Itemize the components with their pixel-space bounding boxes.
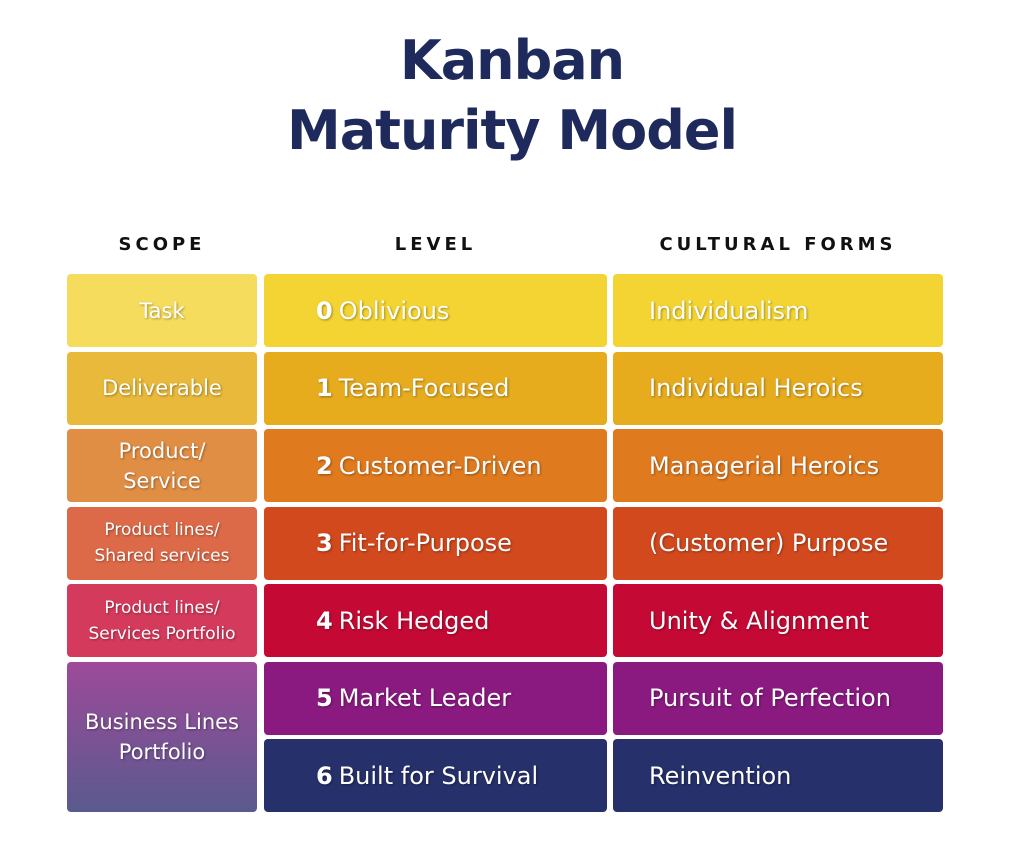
level-name: Fit-for-Purpose — [338, 529, 512, 557]
scope-label-line: Product lines/ — [104, 520, 220, 540]
cultural-form-cell: Pursuit of Perfection — [613, 661, 943, 735]
level-name: Built for Survival — [338, 761, 539, 790]
cultural-form-cell: Reinvention — [613, 739, 943, 812]
title-line-1: Kanban — [399, 29, 625, 92]
level-number: 0 — [316, 296, 333, 325]
scope-label-line: Service — [123, 468, 201, 493]
scope-label-line: Product/ — [118, 438, 206, 463]
scope-cell: Task — [67, 274, 257, 347]
scope-cell: Deliverable — [67, 351, 257, 425]
header-cultural-forms: CULTURAL FORMS — [659, 234, 897, 255]
cultural-form-label: Individualism — [649, 296, 809, 325]
scope-cell: Product lines/Shared services — [67, 506, 257, 580]
header-scope: SCOPE — [118, 234, 206, 255]
scope-cell: Product/Service — [67, 429, 257, 502]
header-level: LEVEL — [394, 234, 477, 255]
level-number: 6 — [316, 761, 333, 790]
level-number: 4 — [316, 606, 333, 635]
level-name: Market Leader — [338, 684, 512, 712]
cultural-form-label: Reinvention — [649, 761, 792, 790]
cultural-form-cell: Individual Heroics — [613, 351, 943, 425]
level-number: 1 — [316, 374, 333, 402]
scope-label: Product lines/Shared services — [94, 517, 229, 569]
level-number: 2 — [316, 451, 333, 480]
scope-label-line: Business Lines — [85, 709, 239, 734]
cultural-form-label: Individual Heroics — [649, 374, 863, 402]
scope-label-line: Deliverable — [102, 376, 222, 400]
cultural-form-label: (Customer) Purpose — [649, 529, 889, 557]
scope-label-line: Services Portfolio — [88, 623, 236, 644]
cultural-form-cell: (Customer) Purpose — [613, 506, 943, 580]
scope-label: Product lines/Services Portfolio — [88, 595, 235, 647]
cultural-form-label: Managerial Heroics — [649, 451, 880, 480]
cultural-form-label: Pursuit of Perfection — [649, 684, 891, 712]
scope-label: Product/Service — [119, 436, 206, 496]
cultural-form-cell: Unity & Alignment — [613, 584, 943, 657]
cultural-form-label: Unity & Alignment — [649, 606, 869, 635]
scope-cell: Product lines/Services Portfolio — [67, 584, 257, 657]
scope-label-line: Portfolio — [118, 739, 206, 764]
cultural-form-cell: Individualism — [613, 274, 943, 347]
level-number: 5 — [316, 684, 333, 712]
level-name: Customer-Driven — [338, 451, 542, 480]
scope-label: Deliverable — [102, 373, 222, 403]
scope-label-line: Product lines/ — [104, 597, 220, 618]
title-line-2: Maturity Model — [286, 99, 738, 162]
scope-label-line: Shared services — [94, 546, 230, 566]
cultural-form-cell: Managerial Heroics — [613, 429, 943, 502]
level-name: Oblivious — [338, 296, 450, 325]
level-name: Risk Hedged — [338, 606, 490, 635]
scope-label: Task — [139, 296, 184, 326]
level-name: Team-Focused — [338, 374, 510, 402]
scope-label-line: Task — [139, 298, 185, 323]
level-number: 3 — [316, 529, 333, 557]
